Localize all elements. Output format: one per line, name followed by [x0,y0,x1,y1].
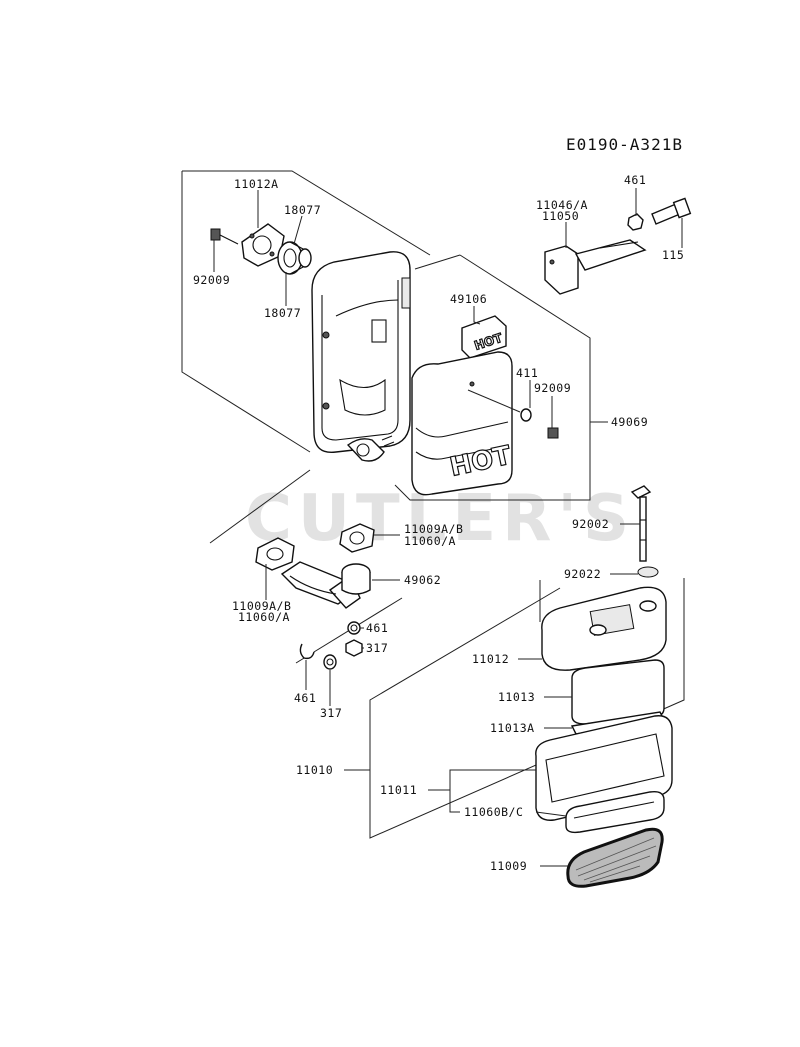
exhaust-gasket-lower [255,537,295,571]
leader-lines [213,188,683,867]
label-461-mid: 461 [366,621,388,635]
label-92009-right: 92009 [534,381,571,395]
label-49062: 49062 [404,573,441,587]
nut-461-top [627,213,644,231]
nut-317-low [323,654,337,670]
cleaner-cover-11012 [541,586,667,671]
watermark: CUTLER'S [245,482,635,556]
muffler-group-frame [181,170,591,501]
label-92022: 92022 [564,567,601,581]
label-11050: 11050 [542,209,579,223]
label-461-low: 461 [294,691,316,705]
label-18077-top: 18077 [284,203,321,217]
label-11060A-lower: 11060/A [238,610,290,624]
label-11046A: 11046/A [536,198,588,212]
exhaust-pipe-49062 [280,561,371,609]
pre-cleaner-11013 [571,659,665,725]
label-317-mid: 317 [366,641,388,655]
label-11013: 11013 [498,690,535,704]
label-11012: 11012 [472,652,509,666]
label-49106: 49106 [450,292,487,306]
base-gasket-11009 [566,827,664,888]
label-461-top: 461 [624,173,646,187]
muffler-flange-gasket [241,223,285,267]
muffler-cover: HOT HOT [411,315,515,496]
bolt-92009-right [547,427,559,439]
air-cleaner-frame [369,578,685,839]
label-92002: 92002 [572,517,609,531]
label-11013A: 11013A [490,721,535,735]
exhaust-gasket-upper [339,523,375,553]
nut-461-mid [347,621,361,635]
label-11012A: 11012A [234,177,279,191]
base-gasket-11060BC [565,790,665,834]
label-411: 411 [516,366,538,380]
diagram-code: E0190-A321B [566,135,683,154]
lock-washer-461-low [299,643,315,660]
label-18077-bottom: 18077 [264,306,301,320]
part-labels: 11012A 18077 18077 92009 49106 411 92009… [193,173,684,873]
label-11009AB-upper: 11009A/B [404,522,463,536]
label-11060A-upper: 11060/A [404,534,456,548]
washer-92022 [637,566,659,578]
label-49069: 49069 [611,415,648,429]
bolt-115 [651,197,692,225]
label-11009AB-lower: 11009A/B [232,599,291,613]
bolt-92009-left [210,228,239,245]
spark-arrestor [277,241,312,275]
muffler-bracket [544,239,647,295]
label-11010: 11010 [296,763,333,777]
nut-411 [520,408,532,422]
nut-317-mid [345,639,363,657]
label-11011: 11011 [380,783,417,797]
label-11009: 11009 [490,859,527,873]
label-11060BC: 11060B/C [464,805,523,819]
label-115: 115 [662,248,684,262]
label-317-low: 317 [320,706,342,720]
muffler-body [311,251,411,462]
label-92009-left: 92009 [193,273,230,287]
wing-bolt-92002 [630,485,652,562]
